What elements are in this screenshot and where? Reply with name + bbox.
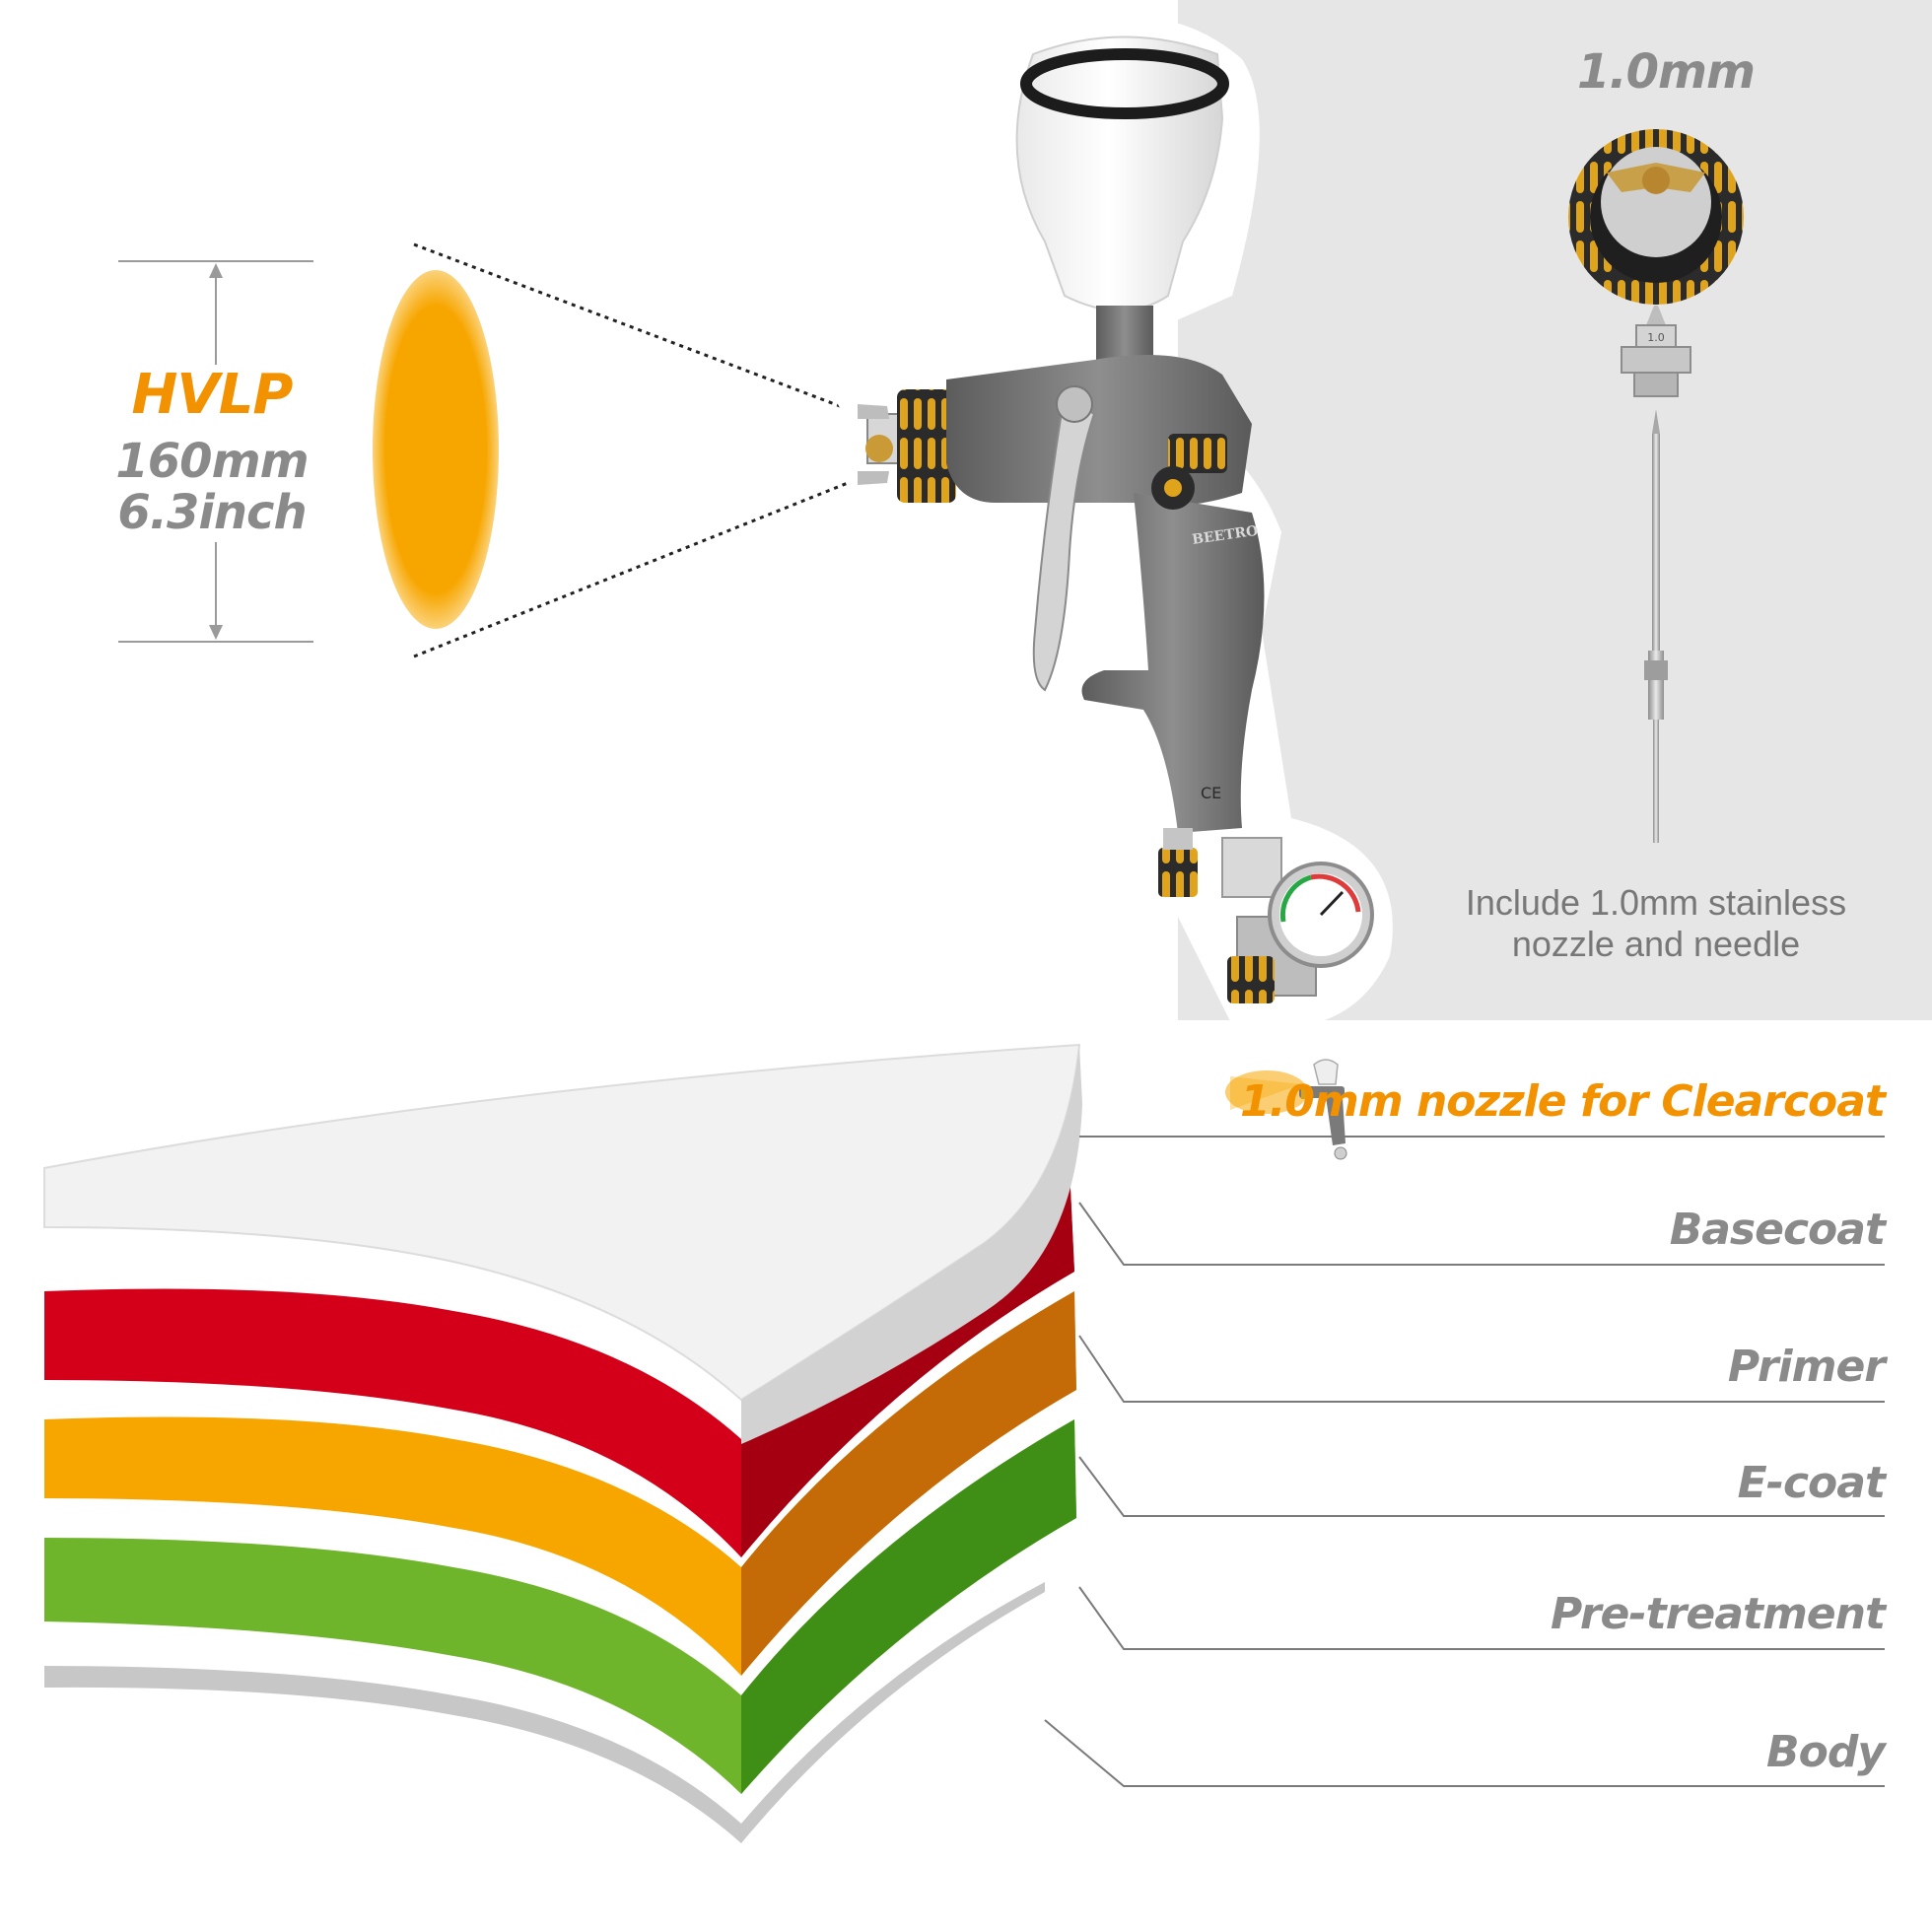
hvlp-width-inch: 6.3inch bbox=[117, 485, 307, 540]
layer-leader-lines bbox=[1044, 1136, 1885, 1787]
nozzle-size-label: 1.0mm bbox=[1577, 44, 1756, 100]
spray-pattern-icon bbox=[373, 270, 499, 629]
paint-layer-stack bbox=[43, 1043, 1082, 1843]
hvlp-width-mm: 160mm bbox=[115, 434, 309, 489]
nozzle-kit-caption: Include 1.0mm stainless nozzle and needl… bbox=[1390, 882, 1922, 965]
nozzle-tip-marking: 1.0 bbox=[1647, 331, 1665, 344]
layer-label-body: Body bbox=[1766, 1727, 1886, 1777]
layer-label-pretreatment: Pre-treatment bbox=[1550, 1589, 1886, 1639]
spray-cone-bottom bbox=[413, 481, 849, 658]
spray-cone-top bbox=[413, 242, 849, 411]
nozzle-kit-caption-line2: nozzle and needle bbox=[1511, 924, 1801, 964]
layer-body bbox=[44, 1582, 1045, 1843]
hvlp-dimension bbox=[118, 260, 313, 643]
mini-spray-gun-icon bbox=[1225, 1059, 1347, 1160]
needle-image bbox=[1644, 409, 1668, 843]
ce-mark: CE bbox=[1201, 784, 1221, 802]
layer-label-primer: Primer bbox=[1727, 1342, 1886, 1392]
air-cap-image bbox=[1568, 129, 1744, 305]
nozzle-tip-image bbox=[1621, 306, 1691, 397]
nozzle-kit-caption-line1: Include 1.0mm stainless bbox=[1465, 882, 1847, 923]
layer-label-ecoat: E-coat bbox=[1737, 1458, 1886, 1508]
layer-label-basecoat: Basecoat bbox=[1669, 1205, 1886, 1255]
spray-gun-image bbox=[828, 15, 1393, 1029]
hvlp-title: HVLP bbox=[131, 363, 294, 427]
layer-label-clearcoat: 1.0mm nozzle for Clearcoat bbox=[1239, 1076, 1886, 1127]
